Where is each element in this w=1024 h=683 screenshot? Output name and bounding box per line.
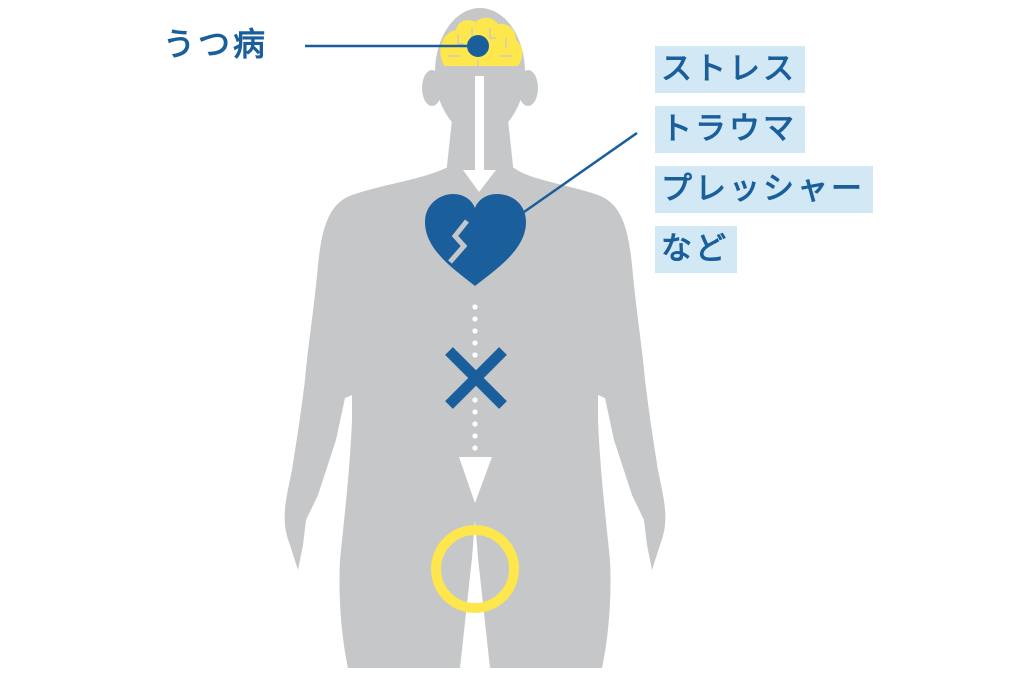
cause-item-etc: など bbox=[655, 226, 737, 273]
cause-item-stress: ストレス bbox=[655, 46, 805, 93]
condition-label: うつ病 bbox=[163, 25, 269, 63]
down-arrow-icon bbox=[463, 76, 496, 192]
dotted-flow-line bbox=[472, 304, 478, 451]
brain-marker-dot bbox=[467, 35, 489, 57]
cause-list: ストレス トラウマ プレッシャー など bbox=[655, 46, 873, 286]
cause-pointer-line bbox=[523, 131, 638, 214]
x-mark-icon bbox=[445, 347, 507, 409]
cause-item-trauma: トラウマ bbox=[655, 106, 805, 153]
cause-item-pressure: プレッシャー bbox=[655, 166, 873, 213]
down-triangle-icon bbox=[459, 457, 492, 503]
broken-heart-icon bbox=[425, 194, 526, 286]
circle-ok-icon bbox=[431, 525, 519, 613]
